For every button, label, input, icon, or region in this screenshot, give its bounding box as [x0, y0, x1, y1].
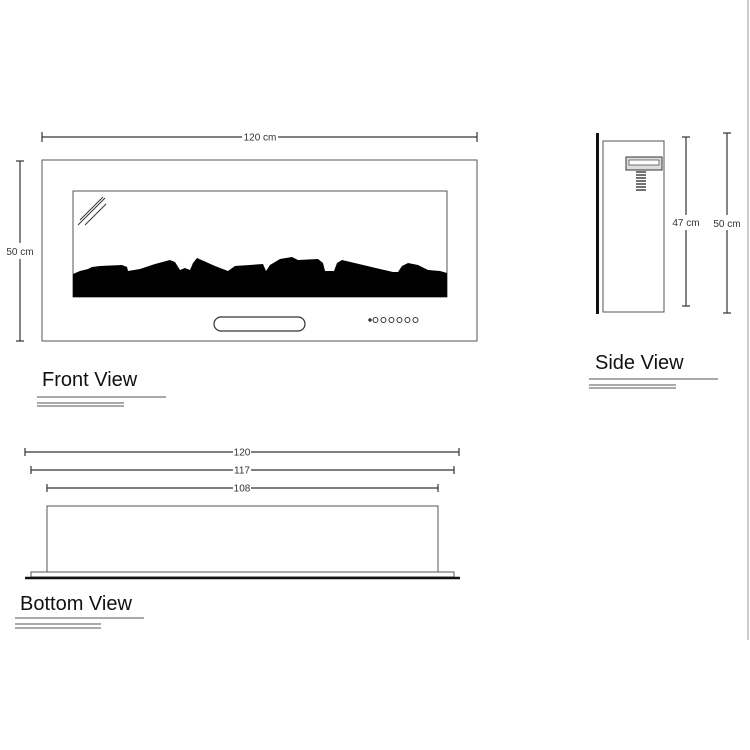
bottom-view-title: Bottom View: [20, 593, 132, 615]
bottom-dimension-120: 120: [24, 448, 460, 459]
bottom-dim-108-label: 108: [234, 484, 251, 495]
log-bed: [73, 257, 447, 297]
front-view-title: Front View: [42, 369, 138, 391]
bottom-dim-117-label: 117: [234, 466, 250, 477]
side-outer-height-dimension: 50 cm: [713, 132, 741, 314]
bottom-view: 120 117 108 Bottom View: [15, 448, 460, 629]
front-height-dimension: 50 cm: [6, 160, 34, 342]
front-outer-frame: [41, 159, 478, 342]
mounting-screw-icon: [636, 171, 646, 191]
bottom-body: [46, 505, 439, 573]
front-height-label: 50 cm: [6, 247, 33, 258]
bottom-dimension-108: 108: [46, 484, 439, 495]
side-inner-height-label: 47 cm: [672, 218, 699, 229]
side-view-title: Side View: [595, 352, 684, 374]
bottom-dimension-117: 117: [30, 466, 455, 477]
front-width-label: 120 cm: [244, 133, 277, 144]
side-inner-height-dimension: 47 cm: [672, 136, 700, 307]
side-body: [602, 140, 665, 313]
front-view: 120 cm 50 cm Front View: [6, 132, 478, 407]
indicator-lights: [368, 317, 419, 323]
side-outer-height-label: 50 cm: [713, 219, 740, 230]
control-panel-slot: [213, 316, 306, 332]
glass-reflection-icon: [77, 196, 107, 226]
side-view: 47 cm 50 cm Side View: [589, 132, 741, 389]
front-width-dimension: 120 cm: [41, 132, 478, 144]
bottom-dim-120-label: 120: [234, 448, 251, 459]
bottom-front-frame: [30, 571, 455, 578]
